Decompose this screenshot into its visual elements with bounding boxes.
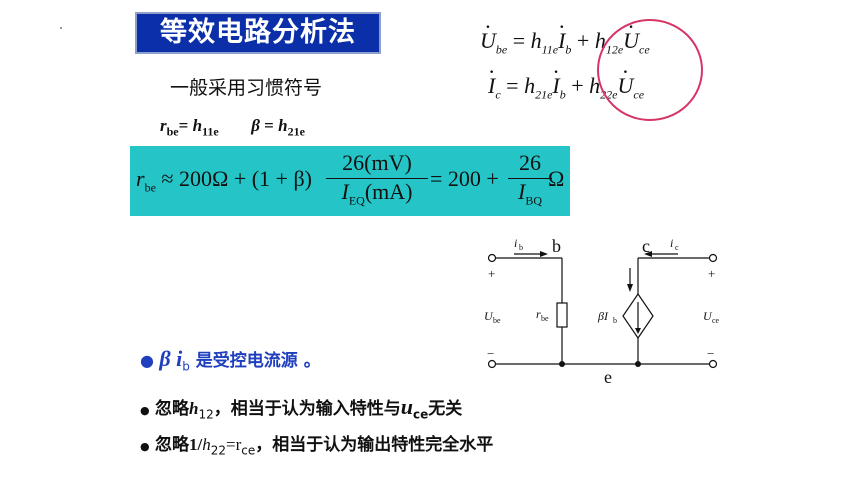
slide-title: 等效电路分析法 — [135, 12, 381, 54]
plus-right: + — [708, 266, 715, 281]
svg-text:be: be — [541, 314, 549, 323]
ib-label: i — [514, 236, 517, 250]
svg-text:be: be — [493, 316, 501, 325]
minus-right: − — [707, 346, 714, 361]
decor-dot — [60, 27, 62, 29]
svg-text:ce: ce — [712, 316, 720, 325]
node-b-label: b — [552, 236, 561, 256]
fraction-1: 26(mV) IEQ(mA) — [326, 150, 428, 208]
param-mapping: rbe= h11e β = h21e — [160, 116, 305, 139]
bullet-3: ● 忽略1/h22=rce，相当于认为输出特性完全水平 — [140, 435, 494, 458]
svg-text:b: b — [519, 243, 523, 252]
subtitle: 一般采用习惯符号 — [170, 77, 323, 99]
plus-left: + — [488, 266, 495, 281]
minus-left: − — [487, 346, 494, 361]
highlight-circle — [597, 19, 703, 121]
bullet-2: ● 忽略h12，相当于认为输入特性与uce无关 — [140, 394, 463, 422]
uce-label: U — [703, 309, 713, 323]
node-c-label: c — [642, 236, 650, 256]
rbe-formula: rbe ≈ 200Ω + (1 + β) 26(mV) IEQ(mA) = 20… — [130, 146, 570, 216]
svg-text:c: c — [675, 243, 679, 252]
fraction-2: 26 IBQ — [508, 150, 552, 208]
ube-label: U — [484, 309, 494, 323]
source-label: βI — [597, 309, 609, 323]
bullet-1: ● β ib 是受控电流源 。 — [140, 346, 321, 374]
ic-label: i — [670, 236, 673, 250]
node-e-label: e — [604, 367, 612, 387]
h-equation-1: Ube = h11eIb + h12eUce — [480, 28, 650, 57]
h-equation-2: Ic = h21eIb + h22eUce — [488, 73, 644, 102]
svg-text:b: b — [613, 316, 617, 325]
rbe-label: r — [536, 307, 541, 321]
h-parameter-circuit: b c e i b i c + + − − U be U ce r be βI … — [484, 236, 720, 387]
